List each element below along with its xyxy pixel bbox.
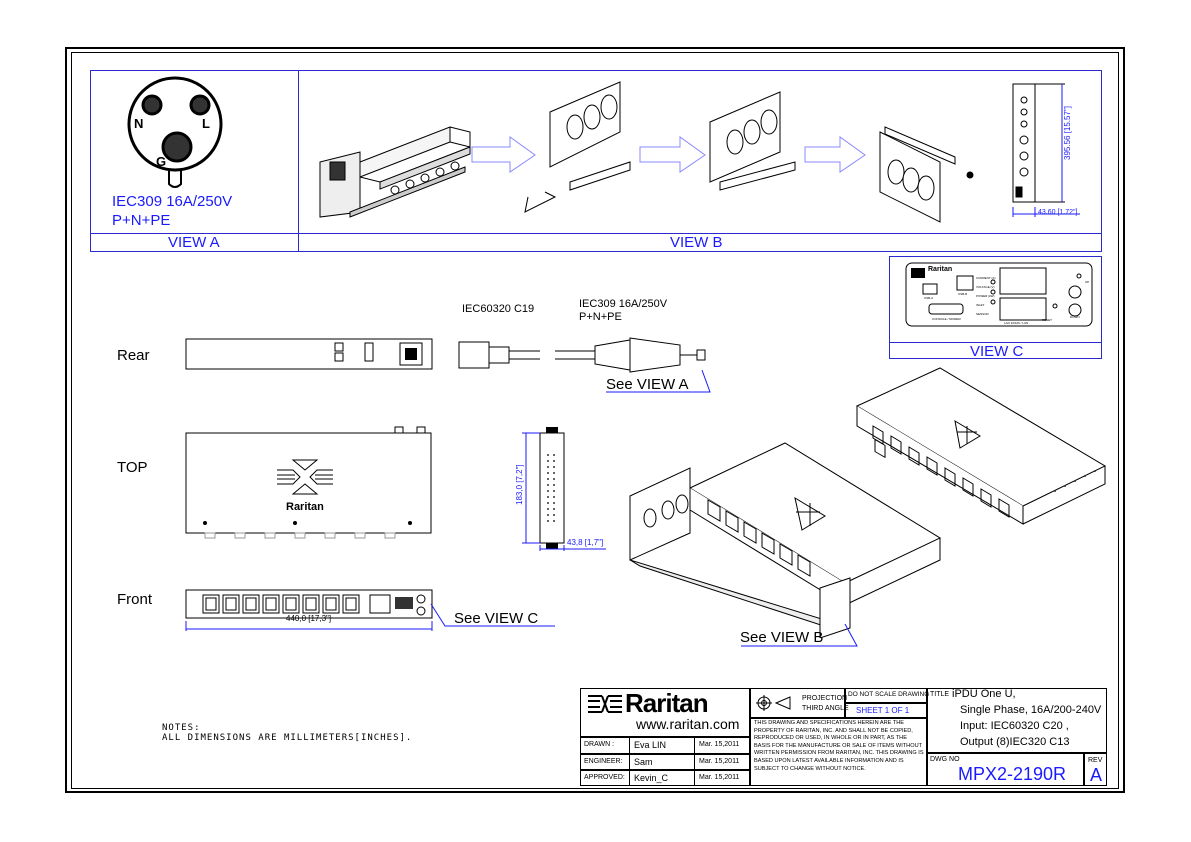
- view-c-button-label: RESET: [1042, 318, 1053, 322]
- tb-do-not-scale: DO NOT SCALE DRAWING: [848, 691, 930, 698]
- tb-engineer-name: Sam: [634, 757, 653, 767]
- view-a-pin-l: L: [202, 116, 210, 131]
- notes-text: ALL DIMENSIONS ARE MILLIMETERS[INCHES].: [162, 733, 413, 743]
- tb-title-line2: Single Phase, 16A/200-240V: [960, 704, 1102, 716]
- rear-plug-label-line1: IEC309 16A/250V: [579, 298, 668, 310]
- view-b-dim-height: 395.56 [15.57"]: [1063, 106, 1072, 160]
- tb-approved-name: Kevin_C: [634, 773, 669, 783]
- view-a-spec-line1: IEC309 16A/250V: [112, 193, 233, 210]
- drawing-border-inner: [71, 52, 1119, 789]
- tb-approved-date: Mar. 15,2011: [699, 774, 740, 781]
- view-a-caption: VIEW A: [168, 234, 220, 251]
- tb-scale-cell: [845, 688, 927, 703]
- top-brand: Raritan: [286, 501, 324, 513]
- tb-rev: A: [1090, 765, 1103, 785]
- tb-logo: Raritan: [625, 688, 709, 718]
- tb-rev-cell: [1084, 753, 1107, 786]
- view-a-divider: [298, 70, 299, 252]
- tb-engineer-row: [580, 754, 750, 770]
- view-c-control-panel: [905, 262, 1093, 327]
- tb-title-label: TITLE: [930, 691, 950, 698]
- top-view: [185, 426, 432, 539]
- tb-title-line4: Output (8)IEC320 C13: [960, 736, 1070, 748]
- front-see-view-c: See VIEW C: [454, 610, 539, 627]
- view-caption-line: [90, 233, 1102, 234]
- third-angle-projection-icon: [756, 695, 791, 711]
- tb-dwg-label: DWG NO: [930, 756, 960, 763]
- side-height-dim: 183,0 [7,2"]: [515, 464, 524, 505]
- tb-projection-line2: THIRD ANGLE: [802, 705, 849, 712]
- tb-drawn-label: DRAWN :: [584, 741, 615, 748]
- view-a-pin-n: N: [134, 116, 144, 131]
- view-strip-top: [90, 70, 1102, 252]
- view-b-dim-width: 43.60 [1.72"]: [1038, 209, 1078, 216]
- view-c-port-label: VOLTAGE (V): [976, 285, 995, 289]
- view-c-port-label: CURRENT (A): [976, 276, 996, 280]
- view-c-caption-line: [889, 342, 1102, 343]
- tb-sheet: SHEET 1 OF 1: [856, 706, 910, 715]
- tb-drawn-date: Mar. 15,2011: [699, 741, 740, 748]
- tb-sheet-cell: [845, 703, 927, 718]
- rear-plug-label-line2: P+N+PE: [579, 311, 622, 323]
- iso-see-view-leader: [741, 623, 858, 647]
- tb-drawn-name: Eva LIN: [634, 740, 667, 750]
- tb-col-divider-2: [694, 737, 695, 786]
- side-depth-dim: 43,8 [1,7"]: [567, 538, 604, 547]
- view-c-console-label: CONSOLE / MODEM: [932, 317, 961, 321]
- tb-disclaimer: THIS DRAWING AND SPECIFICATIONS HEREIN A…: [754, 720, 924, 772]
- front-label: Front: [117, 591, 153, 608]
- rear-cord-end-label: IEC60320 C19: [462, 303, 535, 315]
- front-width-dim: 440,0 [17,3"]: [286, 614, 332, 623]
- front-see-view-leader: [430, 603, 555, 627]
- view-c-button-label: UP: [1085, 280, 1090, 284]
- view-b-caption: VIEW B: [670, 234, 723, 251]
- tb-rev-label: REV: [1088, 757, 1103, 764]
- tb-title-line1: iPDU One U,: [952, 688, 1016, 700]
- rear-see-view-a: See VIEW A: [606, 376, 689, 393]
- view-b-bracket-assembly: [319, 81, 1080, 223]
- raritan-logo-icon: [588, 695, 622, 713]
- view-a-pin-g: G: [156, 154, 167, 169]
- drawing-border-outer: [65, 47, 1125, 793]
- view-c-caption: VIEW C: [970, 343, 1024, 360]
- view-a-spec-line2: P+N+PE: [112, 212, 171, 229]
- tb-engineer-date: Mar. 15,2011: [699, 758, 740, 765]
- power-cord: [458, 337, 706, 373]
- rear-see-view-leader: [606, 369, 711, 393]
- tb-engineer-label: ENGINEER:: [584, 758, 623, 765]
- front-view: [185, 589, 433, 631]
- view-a-plug-face: [127, 76, 223, 188]
- view-c-button-label: DOWN: [1070, 315, 1080, 319]
- rear-label: Rear: [117, 347, 150, 364]
- tb-dwg-no: MPX2-2190R: [958, 764, 1067, 784]
- view-c-usb2-label: USB-B: [958, 292, 968, 296]
- isometric-pdu-front: [629, 442, 942, 638]
- isometric-pdu-rear: [855, 367, 1107, 525]
- side-view: [522, 427, 606, 551]
- view-c-brand: Raritan: [928, 266, 953, 273]
- view-c-port-label: INLET: [976, 303, 985, 307]
- view-c-lan-label: LAN 10/100 / LAN: [1004, 321, 1029, 325]
- view-c-port-label: SENSOR: [976, 312, 989, 316]
- tb-dwg-cell: [927, 753, 1084, 786]
- notes-heading: NOTES:: [162, 723, 201, 733]
- tb-disclaimer-cell: [750, 718, 927, 786]
- tb-approved-label: APPROVED:: [584, 774, 625, 781]
- tb-approved-row: [580, 770, 750, 786]
- tb-website: www.raritan.com: [636, 716, 740, 732]
- tb-drawn-row: [580, 737, 750, 754]
- tb-col-divider-1: [629, 737, 630, 786]
- rear-view: [185, 338, 433, 370]
- view-c-usb-label: USB-A: [924, 296, 934, 300]
- tb-title-cell: [927, 688, 1107, 753]
- tb-logo-cell: [580, 688, 750, 737]
- tb-title-line3: Input: IEC60320 C20 ,: [960, 720, 1069, 732]
- view-c-port-label: POWER (kW): [976, 294, 995, 298]
- tb-projection-line1: PROJECTION: [802, 695, 848, 702]
- view-c-box: [889, 256, 1102, 359]
- tb-projection-cell: [750, 688, 845, 718]
- iso-see-view-b: See VIEW B: [740, 629, 824, 646]
- top-label: TOP: [117, 459, 148, 476]
